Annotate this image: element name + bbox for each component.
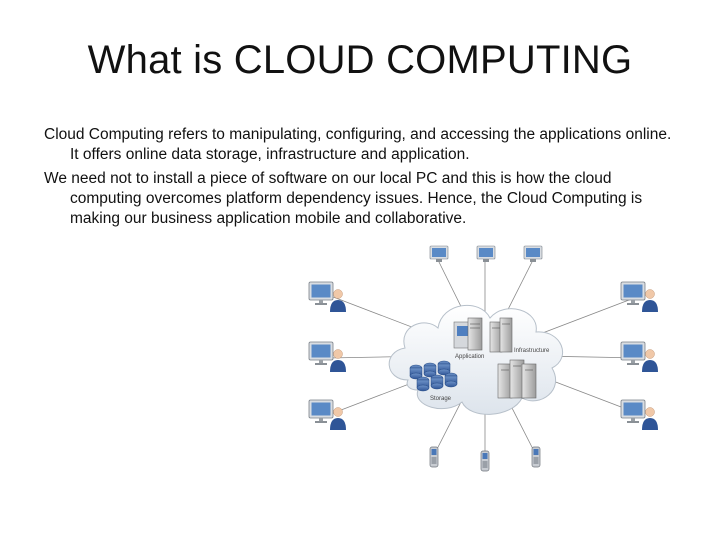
phone-icon bbox=[480, 450, 490, 472]
monitor-user-icon bbox=[620, 341, 659, 373]
monitor-user-icon bbox=[620, 399, 659, 431]
monitor-icon bbox=[429, 245, 449, 262]
phone-icon bbox=[531, 446, 541, 468]
monitor-user-icon bbox=[308, 399, 347, 431]
monitor-icon bbox=[523, 245, 543, 262]
application-label: Application bbox=[455, 354, 484, 360]
paragraph-benefits: We need not to install a piece of softwa… bbox=[44, 170, 643, 227]
infrastructure-servers-icon bbox=[489, 317, 513, 353]
cloud-computing-diagram: Application Infrastructure bbox=[290, 240, 680, 480]
slide-title: What is CLOUD COMPUTING bbox=[87, 38, 633, 82]
monitor-user-icon bbox=[308, 281, 347, 313]
phone-icon bbox=[429, 446, 439, 468]
server-icon bbox=[453, 317, 483, 351]
database-icon bbox=[409, 360, 458, 392]
monitor-user-icon bbox=[620, 281, 659, 313]
monitor-user-icon bbox=[308, 341, 347, 373]
storage-server-icon bbox=[497, 359, 537, 399]
paragraph-definition: Cloud Computing refers to manipulating, … bbox=[44, 126, 672, 163]
monitor-icon bbox=[476, 245, 496, 262]
body-text: Cloud Computing refers to manipulating, … bbox=[44, 125, 684, 233]
storage-label: Storage bbox=[430, 396, 452, 402]
infrastructure-label: Infrastructure bbox=[514, 348, 550, 354]
